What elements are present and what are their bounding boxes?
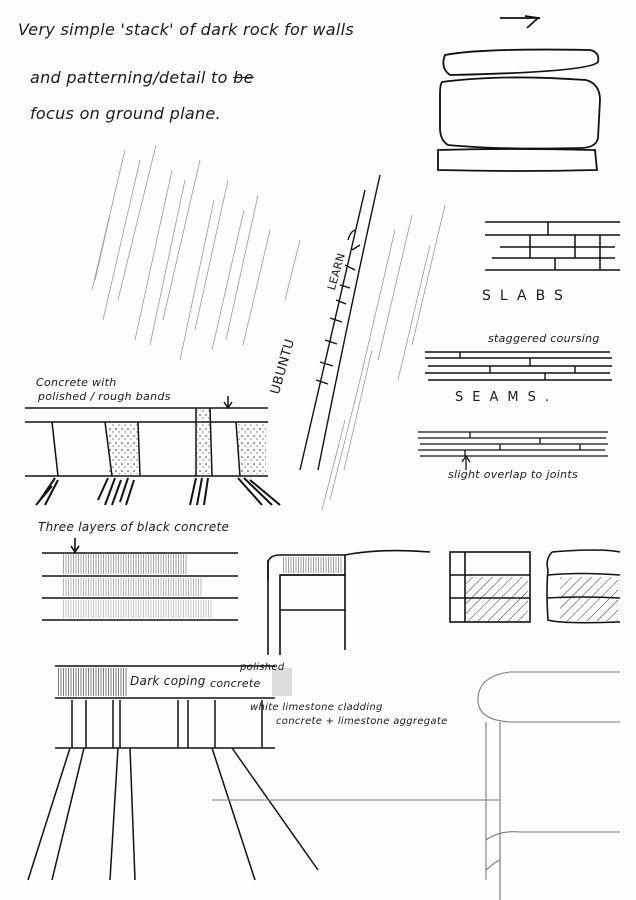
note-line-2-struck: be — [233, 68, 254, 87]
three-layers-sketch — [42, 538, 238, 621]
coping-shading — [282, 557, 342, 573]
slabs-diagram — [485, 221, 620, 271]
rough-band-fill — [197, 410, 210, 474]
layer-shading — [62, 578, 202, 596]
label-seams: SEAMS. — [455, 390, 558, 405]
layer-shading — [62, 554, 187, 574]
label-concrete-2: polished / rough bands — [38, 390, 171, 403]
concrete-bands-sketch — [25, 396, 268, 477]
pencil-coping-profile — [212, 671, 620, 900]
note-line-2: and patterning/detail to be — [30, 68, 254, 87]
wall-hatch-fill — [560, 577, 618, 621]
coping-section-sketch — [267, 549, 431, 655]
note-line-3: focus on ground plane. — [30, 104, 221, 123]
note-line-2-text: and patterning/detail to — [30, 68, 228, 87]
label-concrete-1: Concrete with — [36, 376, 117, 389]
wall-hatch-fill — [466, 577, 528, 621]
dark-coping-fill — [58, 668, 128, 696]
ubuntu-sign-sketch — [299, 174, 381, 471]
pencil-hatching-area — [91, 144, 446, 511]
coping-perspective-sketch — [27, 665, 319, 881]
layer-shading — [62, 600, 212, 618]
label-slabs: SLABS — [482, 288, 572, 304]
label-three-layers: Three layers of black concrete — [38, 520, 230, 534]
polished-band-fill — [272, 668, 292, 696]
rough-band-fill — [238, 424, 266, 474]
rough-band-fill — [108, 424, 138, 474]
label-polished-1: polished — [240, 662, 285, 673]
label-polished-2: concrete — [210, 677, 261, 690]
seams-diagram — [425, 351, 612, 381]
ground-shadow-strips — [35, 477, 281, 506]
label-dark-coping: Dark coping — [130, 674, 206, 688]
label-staggered: staggered coursing — [488, 332, 600, 345]
overlap-joints-diagram — [418, 431, 608, 470]
rock-stack-sketch — [437, 15, 601, 172]
label-white-2: concrete + limestone aggregate — [276, 716, 448, 727]
label-white-1: white limestone cladding — [250, 702, 383, 713]
note-line-1: Very simple 'stack' of dark rock for wal… — [18, 20, 354, 39]
label-overlap: slight overlap to joints — [448, 468, 579, 481]
